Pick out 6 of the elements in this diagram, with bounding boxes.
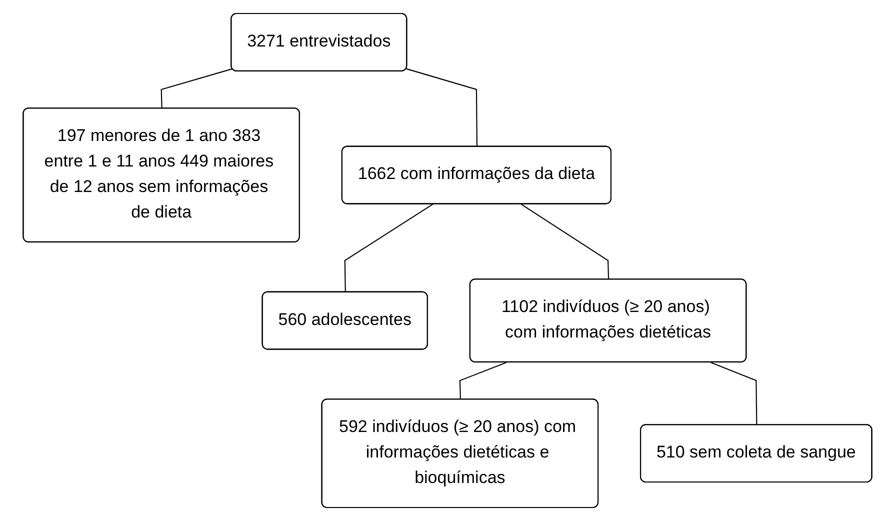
connector (710, 362, 758, 426)
connector (160, 68, 233, 109)
connector (520, 204, 610, 280)
connector (344, 204, 434, 292)
connector (459, 362, 507, 400)
connector (406, 68, 478, 147)
